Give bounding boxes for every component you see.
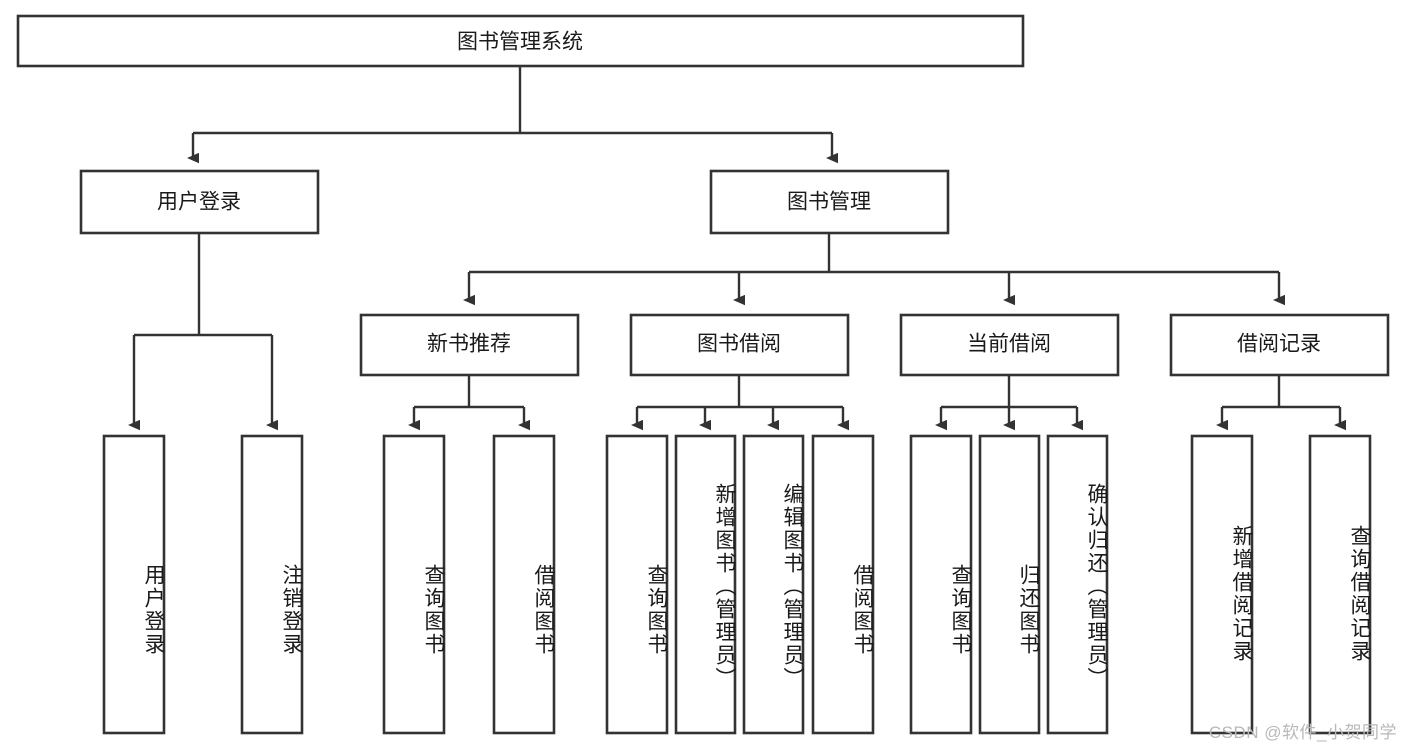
leaf-box-user-login-0[interactable]: [102, 434, 166, 735]
node-new-book-recommend[interactable]: 新书推荐: [359, 313, 580, 377]
leaf-box-new-book-1[interactable]: [492, 434, 556, 735]
leaf-box-borrow-record-0[interactable]: [1190, 434, 1254, 735]
leaf-box-user-login-1[interactable]: [240, 434, 304, 735]
node-current-borrow-label: 当前借阅: [967, 333, 1051, 356]
node-borrow-record-label: 借阅记录: [1237, 333, 1321, 356]
connector-new-book-recommend-to-leaves: [408, 375, 530, 431]
leaf-box-book-borrow-2[interactable]: [742, 434, 805, 735]
node-book-management-label: 图书管理: [787, 191, 871, 214]
connector-root-to-level1: [187, 66, 838, 164]
leaf-box-new-book-0[interactable]: [382, 434, 446, 735]
leaf-box-current-borrow-0[interactable]: [909, 434, 973, 735]
node-book-borrow-label: 图书借阅: [697, 333, 781, 356]
leaf-box-current-borrow-2[interactable]: [1046, 434, 1109, 735]
node-root[interactable]: 图书管理系统: [16, 14, 1025, 68]
leaf-box-book-borrow-0[interactable]: [605, 434, 669, 735]
node-book-borrow[interactable]: 图书借阅: [629, 313, 850, 377]
connector-borrow-record-to-leaves: [1216, 375, 1346, 431]
connector-current-borrow-to-leaves: [935, 375, 1083, 431]
node-user-login-label: 用户登录: [157, 191, 241, 214]
leaf-box-borrow-record-1[interactable]: [1308, 434, 1372, 735]
leaf-box-book-borrow-3[interactable]: [811, 434, 875, 735]
node-book-management[interactable]: 图书管理: [709, 169, 950, 235]
leaf-box-current-borrow-1[interactable]: [978, 434, 1041, 735]
connector-user-login-to-leaves: [128, 233, 278, 431]
leaf-box-book-borrow-1[interactable]: [674, 434, 737, 735]
node-user-login[interactable]: 用户登录: [79, 169, 320, 235]
node-root-label: 图书管理系统: [457, 31, 583, 54]
node-current-borrow[interactable]: 当前借阅: [899, 313, 1120, 377]
node-new-book-recommend-label: 新书推荐: [427, 333, 511, 356]
node-borrow-record[interactable]: 借阅记录: [1169, 313, 1390, 377]
watermark-text: CSDN @软件_小贺同学: [1208, 723, 1397, 742]
connector-book-borrow-to-leaves: [631, 375, 849, 431]
connector-book-management-to-level2: [463, 233, 1285, 306]
